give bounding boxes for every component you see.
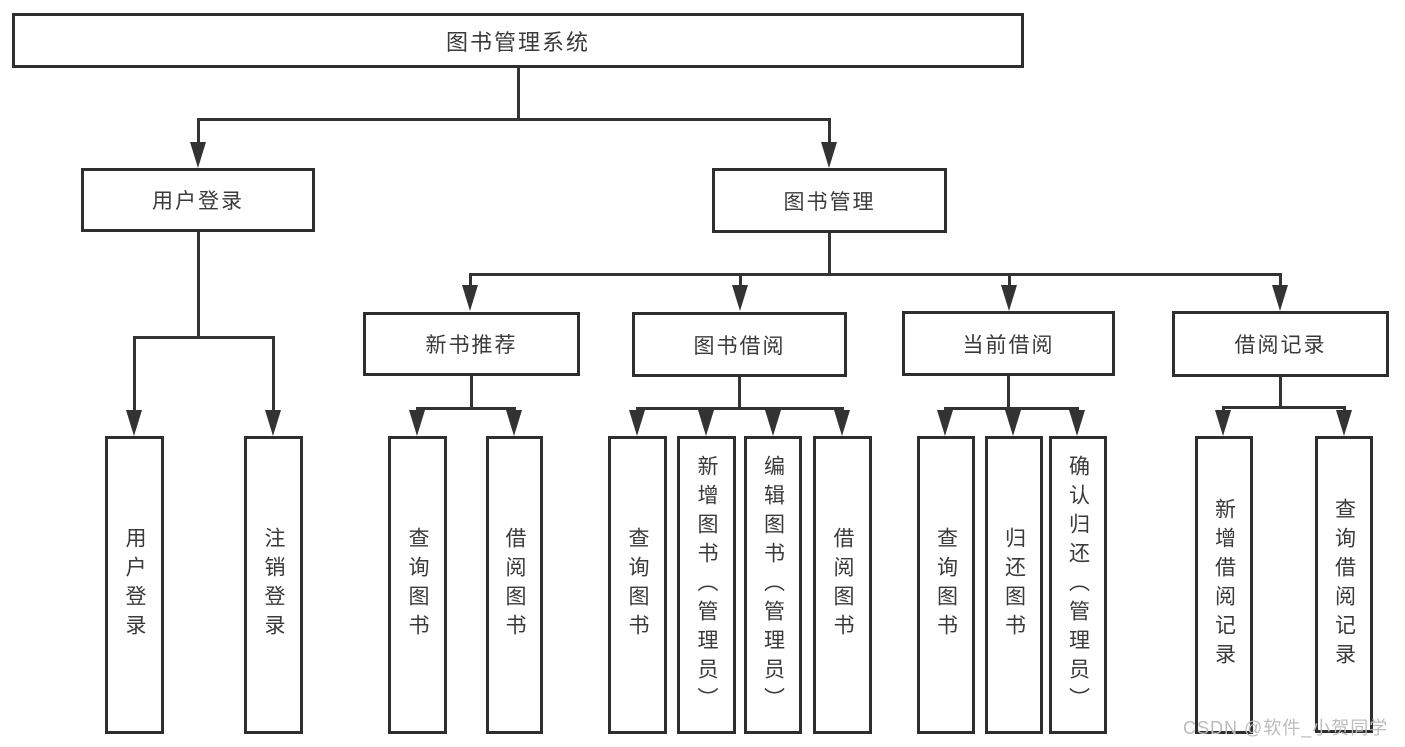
leaf-query-books-current: 查询图书 [917,436,975,734]
connector-line [1343,406,1346,413]
leaf-logout: 注销登录 [244,436,303,734]
arrow-down-icon [698,410,714,436]
arrow-down-icon [462,285,478,311]
arrow-down-icon [937,410,953,436]
node-label: 图书管理 [783,190,876,214]
leaf-query-books-borrowing: 查询图书 [608,436,667,734]
node-label: 借阅记录 [1234,334,1327,357]
node-book-management: 图书管理 [712,168,947,233]
arrow-down-icon [409,410,425,436]
arrow-down-icon [506,410,522,436]
connector-line [1222,406,1344,409]
connector-line [1007,376,1010,407]
node-label: 图书借阅 [693,334,786,358]
leaf-add-borrow-record: 新增借阅记录 [1195,436,1253,734]
arrow-down-icon [765,410,781,436]
arrow-down-icon [1069,410,1085,436]
leaf-label: 查询借阅记录 [1332,497,1356,672]
leaf-label: 查询图书 [626,527,649,643]
connector-line [1279,377,1282,406]
leaf-label: 借阅图书 [831,527,854,643]
leaf-confirm-return-admin: 确认归还（管理员） [1049,436,1107,734]
arrow-down-icon [732,285,748,311]
arrow-down-icon [1272,285,1288,311]
arrow-down-icon [126,410,142,436]
node-label: 当前借阅 [962,333,1055,357]
arrow-down-icon [1001,285,1017,311]
leaf-query-borrow-record: 查询借阅记录 [1315,436,1373,733]
csdn-watermark: CSDN @软件_小贺同学 [1183,718,1389,738]
node-current-borrowing: 当前借阅 [902,311,1115,376]
leaf-label: 借阅图书 [503,527,526,643]
connector-line [197,118,200,146]
leaf-label: 用户登录 [123,527,146,643]
leaf-borrow-books-borrowing: 借阅图书 [813,436,872,734]
leaf-return-books: 归还图书 [985,436,1043,734]
arrow-down-icon [821,142,837,168]
connector-line [272,336,275,412]
connector-line [133,336,136,412]
arrow-down-icon [1005,410,1021,436]
connector-line [1279,273,1282,289]
leaf-label: 查询图书 [934,527,958,643]
leaf-add-books-admin: 新增图书（管理员） [677,436,736,734]
connector-line [469,273,1281,276]
node-user-login: 用户登录 [81,168,315,232]
connector-line [197,232,200,336]
connector-line [739,273,742,289]
connector-line [416,407,515,410]
node-book-borrowing: 图书借阅 [632,312,847,377]
leaf-borrow-books-recommend: 借阅图书 [486,436,543,734]
node-label: 新书推荐 [425,334,518,357]
connector-line [197,118,830,121]
connector-line [517,68,520,119]
connector-line [469,273,472,289]
connector-line [636,407,843,410]
connector-line [470,376,473,407]
leaf-label: 归还图书 [1002,527,1026,643]
connector-line [1008,273,1011,289]
leaf-user-login: 用户登录 [105,436,164,734]
arrow-down-icon [834,410,850,436]
node-label: 图书管理系统 [445,29,590,55]
leaf-label: 查询图书 [406,527,429,643]
arrow-down-icon [629,410,645,436]
arrow-down-icon [1215,410,1231,436]
arrow-down-icon [265,410,281,436]
connector-line [828,118,831,146]
node-label: 用户登录 [152,190,244,213]
node-new-book-recommend: 新书推荐 [363,312,580,376]
node-library-management-system: 图书管理系统 [12,13,1024,68]
leaf-query-books-recommend: 查询图书 [388,436,447,734]
leaf-label: 新增图书（管理员） [695,454,718,716]
connector-line [133,336,274,339]
connector-line [1222,406,1225,413]
leaf-label: 注销登录 [262,527,285,643]
connector-line [828,233,831,273]
leaf-label: 新增借阅记录 [1212,498,1236,672]
leaf-label: 确认归还（管理员） [1066,454,1090,716]
node-borrowing-records: 借阅记录 [1172,311,1389,377]
arrow-down-icon [1336,410,1352,436]
connector-line [944,407,1078,410]
leaf-label: 编辑图书（管理员） [761,454,785,716]
leaf-edit-books-admin: 编辑图书（管理员） [744,436,802,734]
connector-line [738,377,741,407]
arrow-down-icon [190,142,206,168]
